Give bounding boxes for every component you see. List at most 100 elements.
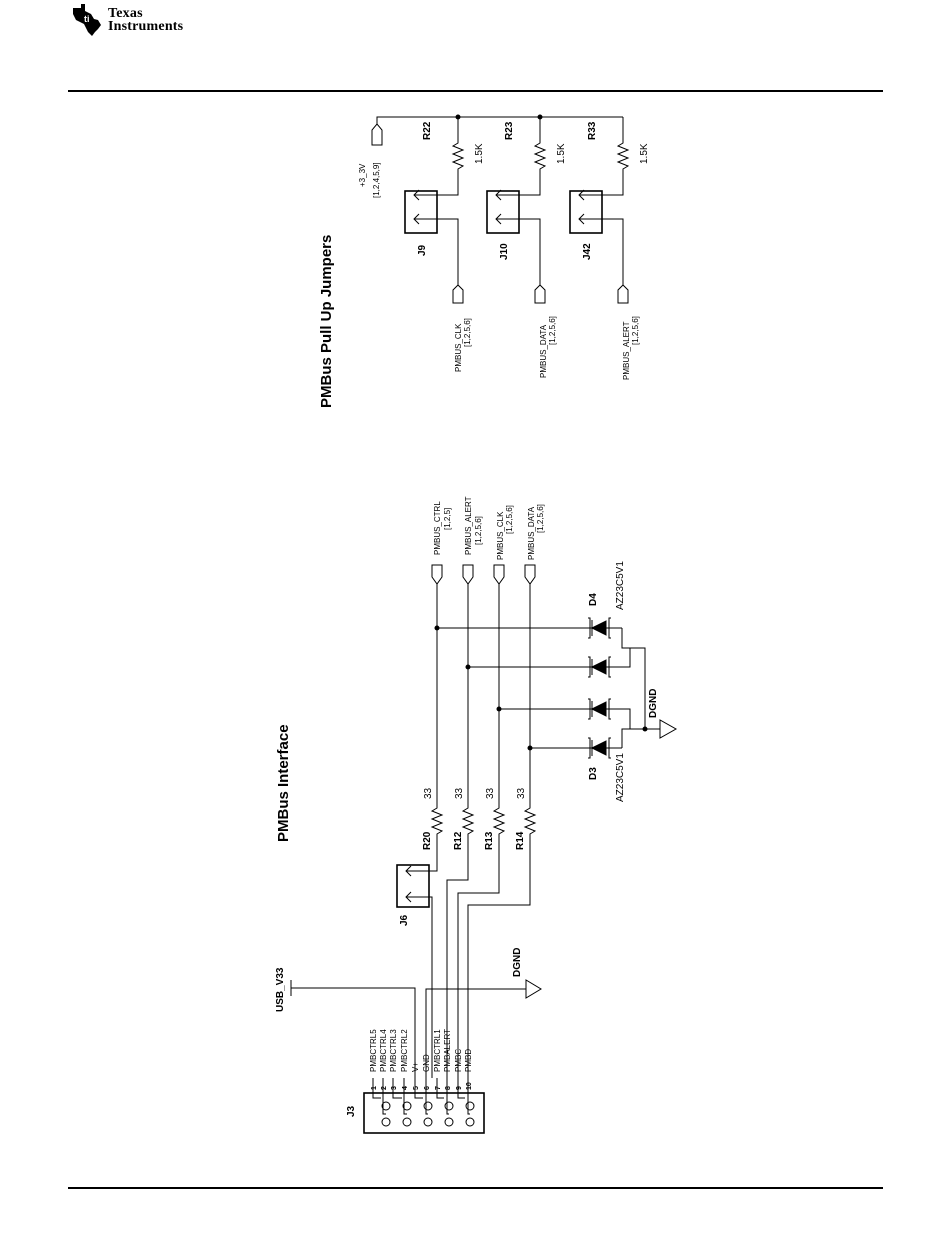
ti-logo: ti Texas Instruments bbox=[70, 2, 230, 38]
net-refs-label: [1,2,5,6] bbox=[505, 505, 514, 534]
pin-name-label: GND bbox=[422, 1054, 431, 1072]
connector-pin-icon bbox=[423, 1101, 433, 1111]
diode-bracket bbox=[588, 737, 611, 759]
pin-name-label: PMBCTRL1 bbox=[433, 1029, 442, 1072]
net-label: PMBUS_ALERT bbox=[464, 496, 473, 555]
connector-pin-icon bbox=[444, 1117, 454, 1127]
jumper-ref-label: J10 bbox=[499, 243, 510, 260]
tvs-diodes bbox=[434, 617, 622, 759]
resistor-value-label: 1.5K bbox=[639, 143, 650, 164]
resistor-ref-label: R22 bbox=[422, 121, 433, 140]
pullup-channel-2: R23 1.5K J10 PMBUS_DATA [1,2,5,6] bbox=[486, 117, 567, 378]
ground-icon bbox=[525, 979, 542, 999]
net-port-icon bbox=[524, 564, 536, 585]
resistor-r20 bbox=[430, 626, 444, 846]
connector-pin-icon bbox=[444, 1101, 454, 1111]
diode-bracket bbox=[588, 698, 611, 720]
net-label: PMBUS_CTRL bbox=[433, 501, 442, 555]
connector-pin-icon bbox=[465, 1101, 475, 1111]
resistor-ref-label: R13 bbox=[484, 831, 495, 850]
pin-number-label: 8 bbox=[445, 1086, 452, 1090]
pin-number-label: 9 bbox=[456, 1086, 463, 1090]
supply-port-icon bbox=[371, 123, 383, 146]
svg-text:ti: ti bbox=[84, 14, 90, 24]
net-refs-label: [1,2,5,6] bbox=[548, 316, 557, 345]
resistor-ref-label: R23 bbox=[504, 121, 515, 140]
connector-j3-body bbox=[363, 1092, 485, 1134]
jumper-pin-icon bbox=[413, 189, 436, 225]
interface-net-ports: PMBUS_CTRL[1,2,5]PMBUS_ALERT[1,2,5,6]PMB… bbox=[431, 496, 545, 626]
footer-rule bbox=[68, 1187, 883, 1189]
diode-icon bbox=[590, 701, 622, 717]
diode-ground-label: DGND bbox=[648, 689, 659, 718]
brand-name: Texas Instruments bbox=[108, 6, 184, 34]
resistor-r22 bbox=[436, 117, 465, 196]
net-refs-label: [1,2,5,6] bbox=[536, 504, 545, 533]
pin-name-label: PMBCTRL3 bbox=[389, 1029, 398, 1072]
resistor-value-label: 33 bbox=[485, 787, 496, 799]
pin-name-label: PMBCTRL5 bbox=[369, 1029, 378, 1072]
resistor-ref-label: R14 bbox=[515, 831, 526, 850]
pin-name-label: PMBCTRL2 bbox=[400, 1029, 409, 1072]
jumper-net-wire bbox=[601, 218, 624, 285]
interface-title: PMBus Interface bbox=[275, 724, 292, 842]
pin-number-label: 5 bbox=[413, 1086, 420, 1090]
pin-number-label: 4 bbox=[402, 1086, 409, 1090]
connector-ref-label: J3 bbox=[346, 1105, 357, 1117]
pullup-channel-1: R22 1.5K J9 PMBUS_CLK [1,2,5,6] bbox=[404, 117, 485, 372]
pin-wires bbox=[372, 1078, 470, 1115]
net-refs-label: [1,2,5,6] bbox=[463, 318, 472, 347]
wire-junction bbox=[434, 625, 440, 631]
jumper-body-j6 bbox=[396, 864, 430, 908]
resistor-value-label: 33 bbox=[454, 787, 465, 799]
diode-ref-label: D4 bbox=[588, 593, 599, 606]
jumper-ref-label: J42 bbox=[582, 243, 593, 260]
wire-junction bbox=[496, 706, 502, 712]
pin-number-label: 7 bbox=[435, 1086, 442, 1090]
resistor-r12 bbox=[461, 626, 475, 846]
brand-line-1: Texas bbox=[108, 6, 143, 21]
brand-line-2: Instruments bbox=[108, 19, 184, 34]
diode-bracket bbox=[588, 656, 611, 678]
usb-supply-label: USB_V33 bbox=[275, 967, 286, 1012]
diode-ground-wire bbox=[621, 628, 646, 748]
texas-state-logo-icon: ti bbox=[73, 4, 101, 36]
net-label: PMBUS_ALERT bbox=[622, 321, 631, 380]
connector-pin-icon bbox=[423, 1117, 433, 1127]
jumper-body-j10 bbox=[486, 190, 520, 234]
connector-pin-icon bbox=[402, 1117, 412, 1127]
ground-icon bbox=[659, 719, 678, 739]
pullup-supply-refs: [1,2,4,5,9] bbox=[372, 162, 381, 198]
net-label: PMBUS_CLK bbox=[496, 511, 505, 560]
net-port-icon bbox=[534, 284, 546, 304]
resistor-route-wire bbox=[457, 846, 500, 1078]
jumper-pin-icon bbox=[578, 189, 601, 225]
net-port-icon bbox=[617, 284, 629, 304]
pin-number-label: 2 bbox=[381, 1086, 388, 1090]
connector-pin-icon bbox=[402, 1101, 412, 1111]
pin-number-label: 10 bbox=[466, 1082, 473, 1090]
pullup-supply-label: +3_3V bbox=[358, 163, 367, 187]
jumper-net-wire bbox=[436, 218, 459, 285]
jumper-pin-icon bbox=[495, 189, 518, 225]
net-port-icon bbox=[462, 564, 474, 585]
resistor-ref-label: R12 bbox=[453, 831, 464, 850]
connector-pin-icon bbox=[465, 1117, 475, 1127]
resistor-ref-label: R20 bbox=[422, 831, 433, 850]
wire-junction bbox=[527, 745, 533, 751]
net-label: PMBUS_CLK bbox=[454, 323, 463, 372]
resistor-value-label: 33 bbox=[516, 787, 527, 799]
net-label: PMBUS_DATA bbox=[527, 506, 536, 560]
wire-junction bbox=[465, 664, 471, 670]
net-port-icon bbox=[493, 564, 505, 585]
resistor-route-wire bbox=[446, 846, 469, 1078]
pin-number-label: 6 bbox=[424, 1086, 431, 1090]
pin-number-label: 1 bbox=[371, 1086, 378, 1090]
diode-icon bbox=[590, 620, 622, 636]
net-refs-label: [1,2,5,6] bbox=[631, 316, 640, 345]
resistor-route-wire bbox=[467, 846, 531, 1078]
net-label: PMBUS_DATA bbox=[539, 324, 548, 378]
resistor-value-label: 1.5K bbox=[556, 143, 567, 164]
diode-icon bbox=[590, 659, 622, 675]
